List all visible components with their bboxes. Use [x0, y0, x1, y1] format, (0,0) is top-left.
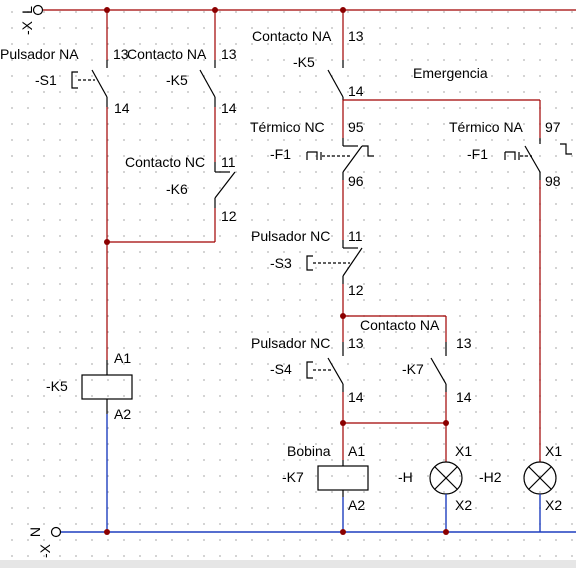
s4-type-label: Pulsador NC	[251, 335, 331, 351]
k6-type-label: Contacto NC	[125, 154, 206, 170]
k7-contact-ref-label: -K7	[402, 361, 424, 377]
k7-coil-pin-top: A1	[348, 443, 366, 459]
s4-pin-bottom: 14	[348, 389, 364, 405]
f1-nc-ref-label: -F1	[270, 146, 291, 162]
k7-contact-pin-bottom: 14	[456, 389, 472, 405]
s1-actuator	[71, 71, 78, 89]
junction-nodes	[104, 7, 449, 535]
k5-contact-right-pin-top: 13	[348, 28, 364, 44]
k7-coil-ref-label: -K7	[282, 469, 304, 485]
s3-actuator	[306, 255, 313, 271]
k5-contact-pin-top: 13	[221, 46, 237, 62]
h2-ref-label: -H2	[479, 469, 502, 485]
s4-contact-blade	[327, 357, 344, 385]
emergencia-label: Emergencia	[413, 65, 488, 81]
k5-contact-right-type-label: Contacto NA	[252, 28, 332, 44]
terminal-l[interactable]	[32, 4, 44, 16]
f1-nc-pin-top: 95	[348, 119, 364, 135]
f1-na-thermal-actuator	[504, 151, 520, 160]
s1-type-label: Pulsador NA	[0, 46, 79, 62]
h2-pin-bottom: X2	[545, 497, 563, 513]
k6-pin-bottom: 12	[221, 208, 237, 224]
rail-top-ref-label: -X	[19, 21, 35, 35]
s4-actuator	[306, 361, 313, 379]
k5-coil-pin-top: A1	[114, 350, 132, 366]
rail-bottom-ref-label: -X	[37, 544, 53, 558]
f1-thermal-actuator	[306, 151, 322, 160]
h-ref-label: -H	[398, 469, 413, 485]
k5-coil-body[interactable]	[81, 374, 133, 400]
k7-contact-blade	[430, 357, 447, 385]
h2-pin-top: X1	[545, 443, 563, 459]
k7-contact-pin-top: 13	[456, 335, 472, 351]
terminal-n[interactable]	[50, 526, 62, 538]
s3-pin-top: 11	[348, 228, 363, 244]
k5-contact-ref-label: -K5	[166, 72, 188, 88]
s4-ref-label: -S4	[270, 361, 292, 377]
k5-contact-right-ref-label: -K5	[293, 54, 315, 70]
s3-type-label: Pulsador NC	[251, 228, 331, 244]
k5-contact-pin-bottom: 14	[221, 100, 237, 116]
k5-coil-pin-bottom: A2	[114, 406, 132, 422]
s1-contact-blade	[91, 69, 108, 98]
s4-pin-top: 13	[348, 335, 364, 351]
k5-contact-right-pin-bottom: 14	[348, 83, 364, 99]
k6-contact-blade	[214, 171, 236, 199]
k6-pin-top: 11	[221, 154, 236, 170]
k7-coil-type-label: Bobina	[287, 443, 331, 459]
s3-ref-label: -S3	[270, 255, 292, 271]
s1-pin-top: 13	[113, 46, 129, 62]
k5-contact-type-label: Contacto NA	[127, 46, 207, 62]
horizontal-scrollbar[interactable]	[0, 560, 576, 568]
s3-pin-bottom: 12	[348, 282, 364, 298]
f1-na-blade	[524, 145, 541, 173]
k7-coil-pin-bottom: A2	[348, 497, 366, 513]
k7-contact-type-label: Contacto NA	[360, 317, 440, 333]
f1-nc-type-label: Térmico NC	[250, 119, 325, 135]
h-pin-top: X1	[455, 443, 473, 459]
s3-contact-blade	[342, 247, 363, 277]
f1-na-pin-top: 97	[545, 119, 561, 135]
s1-ref-label: -S1	[35, 72, 57, 88]
f1-na-ref-label: -F1	[467, 146, 488, 162]
k5-contact-blade	[199, 69, 216, 98]
s1-pin-bottom: 14	[114, 100, 130, 116]
h-pin-bottom: X2	[455, 497, 473, 513]
k7-coil-body[interactable]	[317, 465, 369, 491]
k5-coil-ref-label: -K5	[46, 378, 68, 394]
f1-na-type-label: Térmico NA	[449, 119, 523, 135]
f1-na-pin-bottom: 98	[545, 173, 561, 189]
f1-nc-pin-bottom: 96	[348, 173, 364, 189]
k6-ref-label: -K6	[166, 181, 188, 197]
f1-nc-blade	[342, 145, 363, 173]
k5-contact-right-blade	[327, 69, 344, 98]
